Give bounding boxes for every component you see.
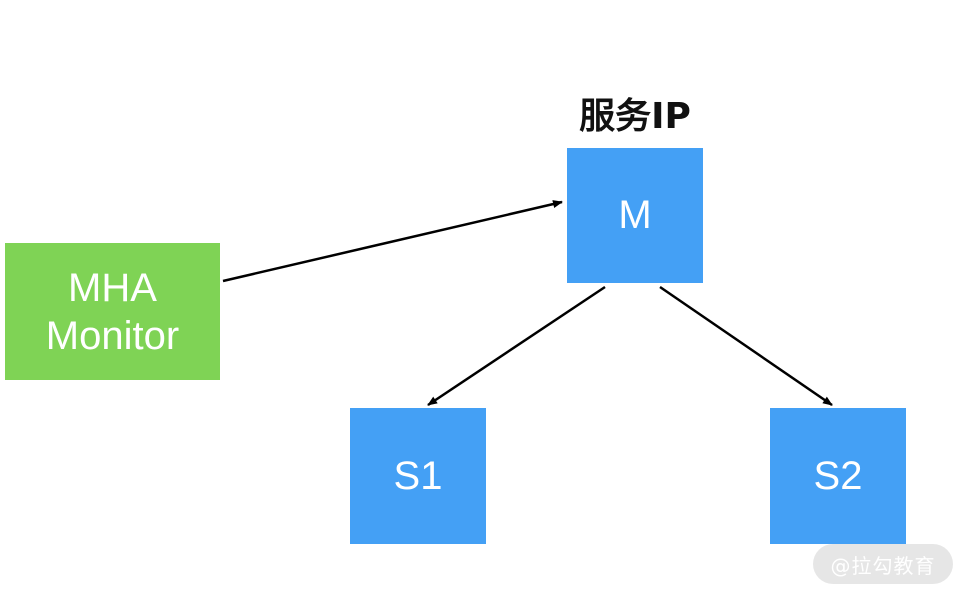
master-node-label: M [618, 193, 652, 237]
arrow-master-to-s2 [659, 285, 833, 407]
mha-monitor-node: MHA Monitor [5, 243, 220, 380]
mha-monitor-line1: MHA [68, 265, 157, 310]
slave2-node: S2 [770, 408, 906, 544]
watermark: @拉勾教育 [813, 544, 953, 584]
arrow-monitor-to-master [222, 200, 563, 283]
service-ip-label: 服务IP [579, 96, 691, 137]
master-node: M [567, 148, 703, 283]
slave2-node-label: S2 [813, 453, 863, 498]
arrow-master-to-s1 [427, 285, 606, 407]
slave1-node: S1 [350, 408, 486, 544]
slave1-node-label: S1 [393, 453, 443, 498]
mha-monitor-line2: Monitor [45, 313, 180, 358]
